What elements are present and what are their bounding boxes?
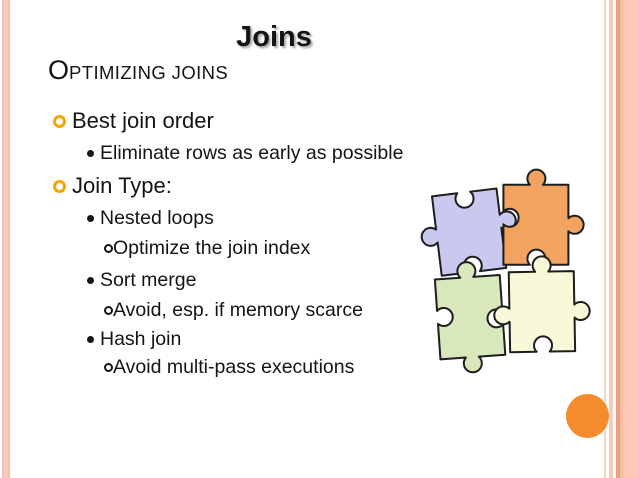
bullet-text: Nested loops <box>100 207 214 229</box>
bullet-ring-icon <box>104 306 113 315</box>
slide-subtitle: OPTIMIZING JOINS <box>48 55 229 86</box>
puzzle-piece-bottom-left <box>433 261 507 374</box>
bullet-text: Join Type: <box>72 173 172 198</box>
bullet-ring-icon <box>104 244 113 253</box>
bullet-dot-icon <box>87 150 94 157</box>
puzzle-piece-bottom-right <box>493 255 591 354</box>
slide-title: Joins <box>236 21 312 53</box>
bullet-text: Hash join <box>100 328 182 350</box>
bullet-text: Eliminate rows as early as possible <box>100 142 404 164</box>
bullet-ring-icon <box>104 363 113 372</box>
puzzle-pieces-image <box>420 168 591 374</box>
right-border-stripe <box>600 0 638 478</box>
bullet-text: Best join order <box>72 108 214 133</box>
bullet-ring-icon <box>53 115 66 128</box>
bullet-dot-icon <box>87 336 94 343</box>
accent-circle <box>566 394 609 438</box>
bullet-text: Sort merge <box>100 269 197 291</box>
left-border-stripe <box>0 0 12 478</box>
subtitle-small-caps: PTIMIZING JOINS <box>69 62 229 83</box>
bullet-text: Avoid, esp. if memory scarce <box>113 299 363 321</box>
bullet-dot-icon <box>87 215 94 222</box>
bullet-dot-icon <box>87 277 94 284</box>
subtitle-initial-cap: O <box>48 55 70 85</box>
bullet-text: Optimize the join index <box>113 237 311 259</box>
bullet-ring-icon <box>53 180 66 193</box>
puzzle-piece-top-right <box>502 168 585 266</box>
bullet-text: Avoid multi-pass executions <box>113 356 355 378</box>
puzzle-piece-top-left <box>420 187 517 277</box>
